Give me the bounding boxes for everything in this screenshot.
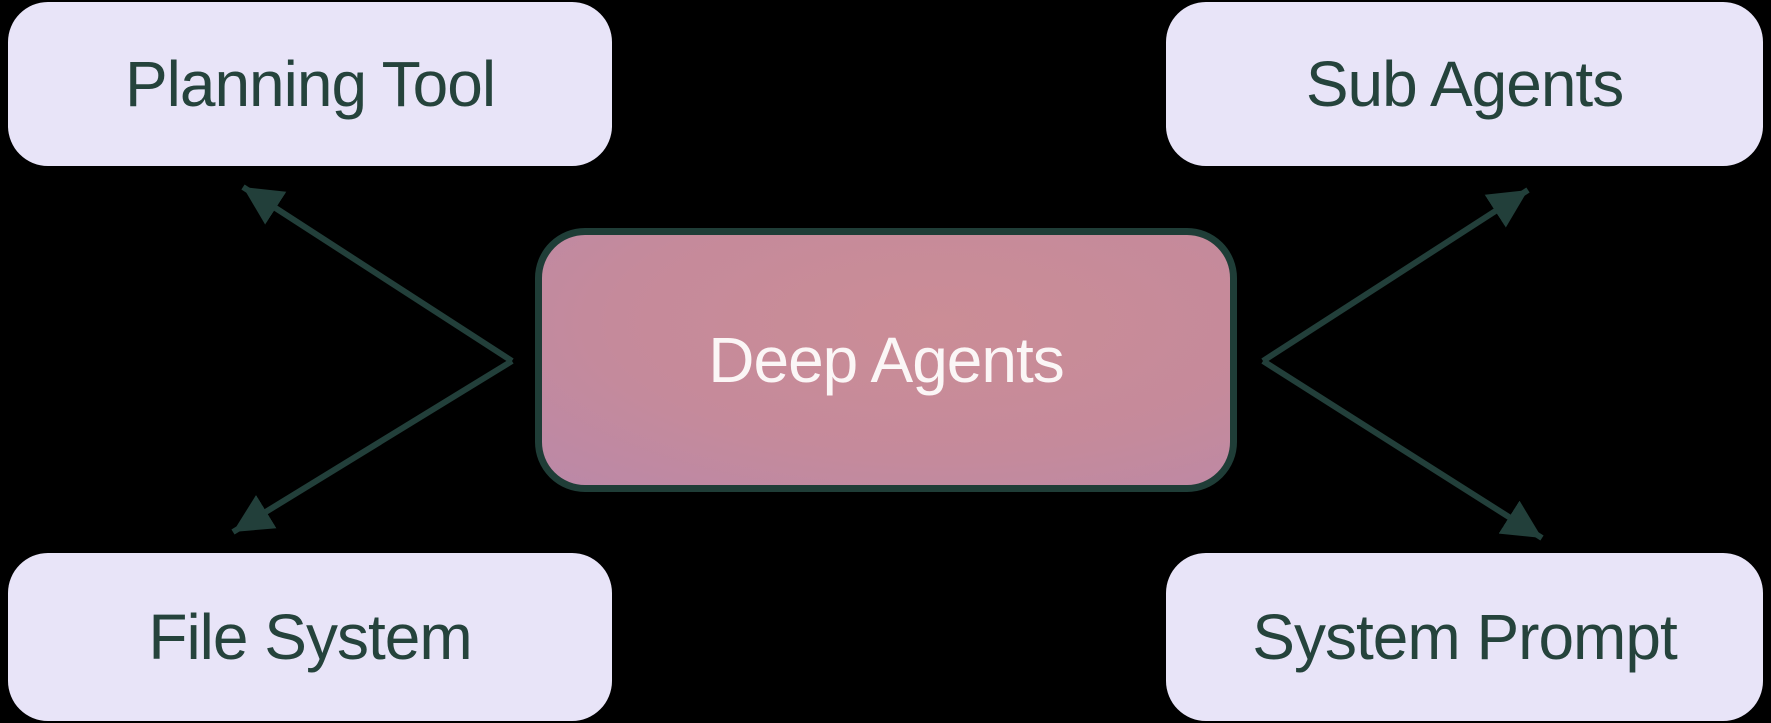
edge-deep-agents-to-file-system [231,358,514,535]
node-deep-agents: Deep Agents [535,228,1237,492]
edge-deep-agents-to-system-prompt [1261,358,1544,541]
node-sub-agents-label: Sub Agents [1305,48,1624,120]
node-deep-agents-label: Deep Agents [708,324,1064,396]
node-file-system-label: File System [148,601,472,673]
node-file-system: File System [8,553,612,721]
node-planning-tool: Planning Tool [8,2,612,166]
node-sub-agents: Sub Agents [1166,2,1763,166]
node-planning-tool-label: Planning Tool [124,48,496,120]
node-system-prompt-label: System Prompt [1252,601,1677,673]
edge-deep-agents-to-planning-tool [241,184,514,364]
edge-deep-agents-to-sub-agents [1261,187,1530,364]
node-system-prompt: System Prompt [1166,553,1763,721]
